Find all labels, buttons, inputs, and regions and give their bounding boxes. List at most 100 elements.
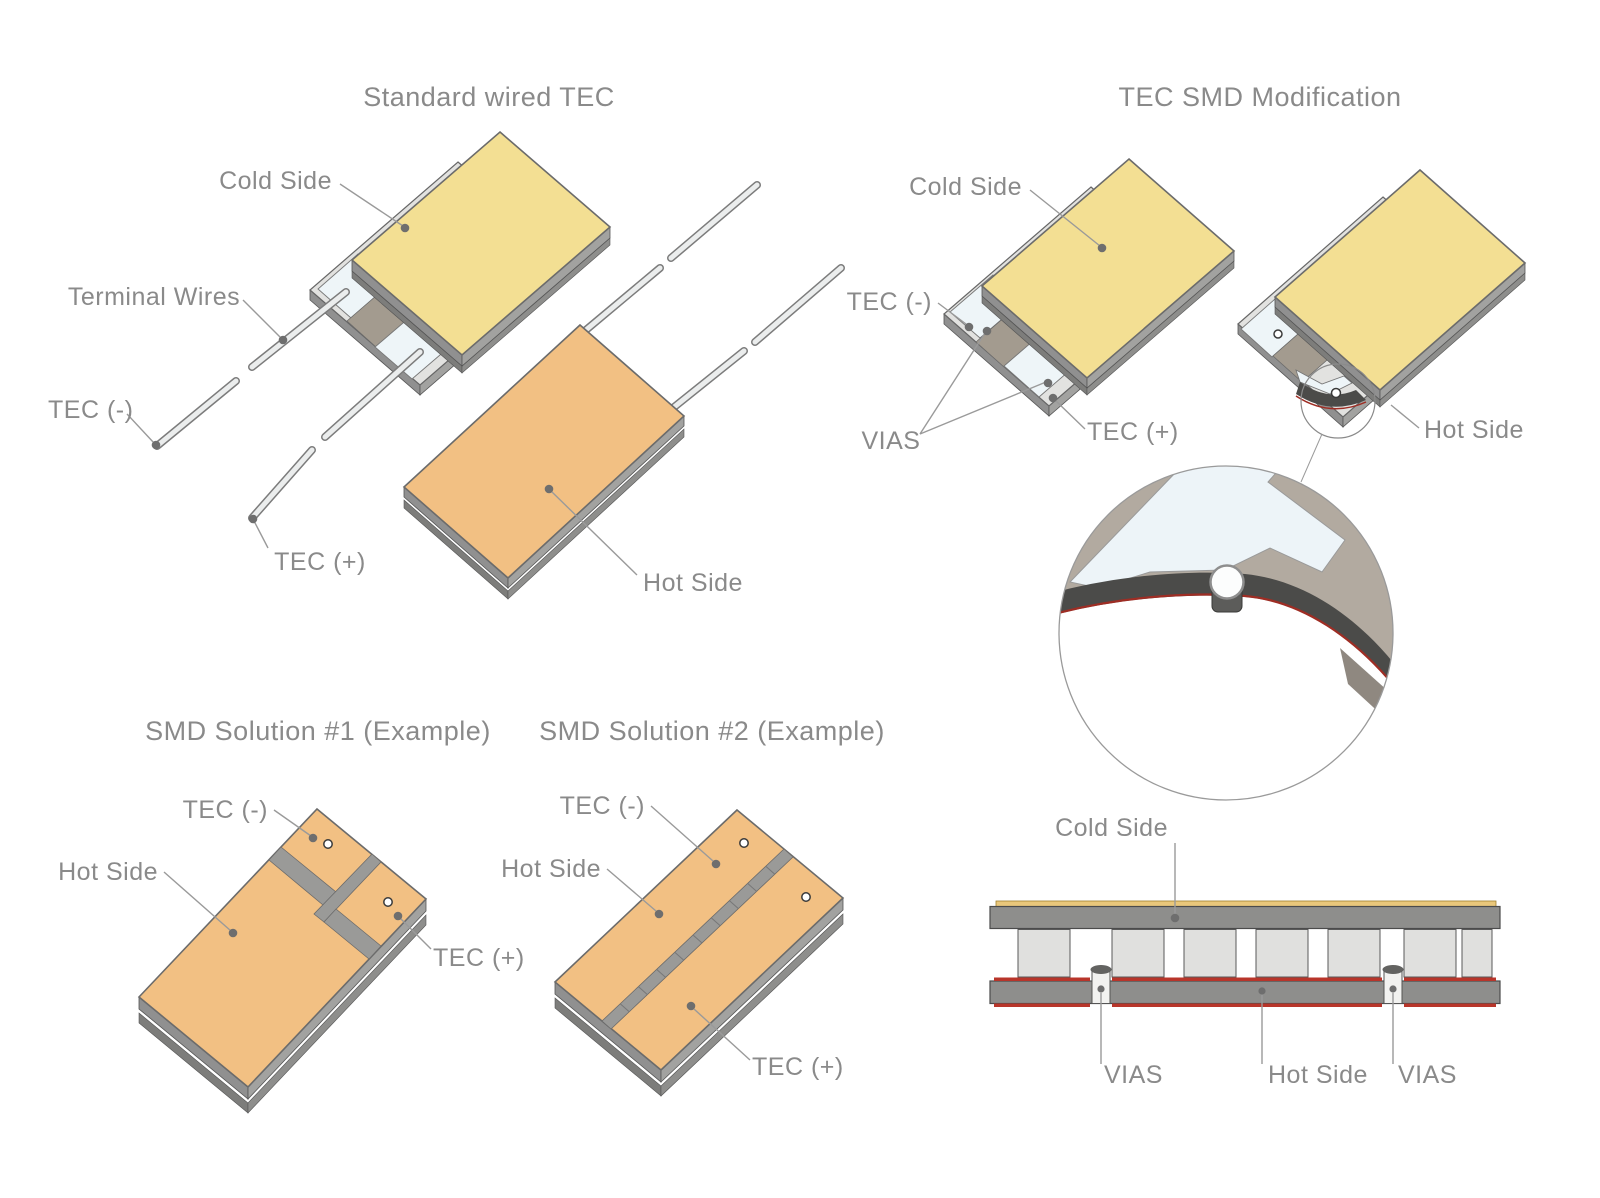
leader-dot bbox=[1258, 987, 1266, 995]
leader-dot bbox=[654, 909, 664, 919]
pellet bbox=[1183, 929, 1237, 978]
leader-dot bbox=[1389, 985, 1397, 993]
leader-dot bbox=[1170, 913, 1180, 923]
terminal-wire-neg bbox=[153, 288, 350, 450]
leader-line bbox=[919, 381, 1047, 435]
cold-plate bbox=[350, 130, 612, 374]
leader-line bbox=[550, 490, 638, 576]
annotations-solution1: TEC (-) Hot Side TEC (+) bbox=[58, 796, 525, 972]
via-right bbox=[1382, 965, 1404, 1004]
hot-plate bbox=[402, 323, 686, 600]
panel-tec-smd-modification: TEC SMD Modification bbox=[847, 82, 1527, 801]
detail-connector bbox=[1300, 433, 1323, 483]
leader-dot bbox=[393, 911, 403, 921]
leader-line bbox=[693, 1008, 751, 1061]
label-cold-side: Cold Side bbox=[909, 173, 1022, 201]
detail-ring bbox=[1300, 363, 1376, 439]
pellet bbox=[1255, 929, 1309, 978]
leader-dot bbox=[1048, 393, 1058, 403]
label-tec-neg: TEC (-) bbox=[847, 288, 932, 316]
label-tec-pos: TEC (+) bbox=[433, 944, 525, 972]
leader-dot bbox=[1097, 985, 1105, 993]
leader-dot bbox=[151, 440, 161, 450]
label-vias-right: VIAS bbox=[1398, 1061, 1457, 1089]
label-cold-side: Cold Side bbox=[219, 167, 332, 195]
panel-cross-section: Cold Side VIAS Hot Side VIAS bbox=[989, 814, 1501, 1089]
leader-line bbox=[919, 332, 986, 435]
smd-module-bottom-view bbox=[1237, 168, 1527, 483]
leader-dot bbox=[711, 859, 721, 869]
pellet bbox=[1111, 929, 1165, 978]
leader-line bbox=[163, 871, 232, 932]
cross-section-drawing bbox=[989, 900, 1501, 1007]
leader-line bbox=[242, 299, 282, 339]
pellet bbox=[1017, 929, 1071, 978]
pellet bbox=[1327, 929, 1381, 978]
annotations-standard: Cold Side Terminal Wires TEC (-) TEC (+)… bbox=[48, 167, 742, 597]
label-vias: VIAS bbox=[862, 427, 921, 455]
magnified-edge-band bbox=[1059, 572, 1393, 690]
leader-line bbox=[253, 520, 269, 549]
via-cap bbox=[1090, 965, 1112, 974]
label-cold-side: Cold Side bbox=[1055, 814, 1168, 842]
panel-title: SMD Solution #1 (Example) bbox=[145, 716, 491, 746]
label-hot-side: Hot Side bbox=[58, 858, 158, 886]
annotations-solution2: TEC (-) Hot Side TEC (+) bbox=[501, 792, 844, 1081]
magnified-via-detail bbox=[1058, 465, 1394, 801]
leader-line bbox=[273, 809, 312, 837]
leader-line bbox=[1390, 404, 1420, 429]
label-tec-pos: TEC (+) bbox=[274, 548, 366, 576]
solution2-board bbox=[553, 808, 845, 1097]
leader-dot bbox=[308, 833, 318, 843]
hot-ceramic-bar bbox=[989, 980, 1501, 1005]
leader-dot bbox=[278, 335, 288, 345]
cold-trace-layer bbox=[995, 900, 1497, 907]
panel-title: TEC SMD Modification bbox=[1118, 82, 1401, 112]
label-tec-pos: TEC (+) bbox=[752, 1053, 844, 1081]
via-hole-neg bbox=[739, 838, 749, 848]
via-cap bbox=[1382, 965, 1404, 974]
label-hot-side: Hot Side bbox=[501, 855, 601, 883]
leader-line bbox=[937, 302, 967, 325]
via-hole-neg bbox=[323, 839, 333, 849]
leader-dot bbox=[248, 514, 258, 524]
leader-dot bbox=[400, 223, 410, 233]
magnifier-circle bbox=[1058, 465, 1394, 801]
via-hole bbox=[1273, 329, 1283, 339]
terminal-wire-pos bbox=[248, 348, 424, 522]
magnified-via-top bbox=[1209, 564, 1245, 600]
terminal-wire-upper-right bbox=[570, 181, 761, 344]
magnified-pad bbox=[1069, 466, 1346, 589]
solution1-board bbox=[137, 807, 428, 1114]
cold-ceramic-bar bbox=[989, 905, 1501, 930]
leader-dot bbox=[686, 1001, 696, 1011]
leader-dot bbox=[964, 322, 974, 332]
pellet bbox=[1403, 929, 1457, 978]
isolation-channel bbox=[323, 908, 382, 960]
label-hot-side: Hot Side bbox=[1268, 1061, 1368, 1089]
label-tec-pos: TEC (+) bbox=[1087, 418, 1179, 446]
via-hole-pos bbox=[383, 897, 393, 907]
leader-line bbox=[1055, 400, 1086, 430]
leader-dot bbox=[544, 484, 554, 494]
cold-plate bbox=[980, 157, 1236, 380]
pellet bbox=[1461, 929, 1493, 978]
leader-line bbox=[1029, 189, 1101, 247]
panel-standard-wired-tec: Standard wired TEC bbox=[48, 82, 845, 600]
leader-dot bbox=[982, 326, 992, 336]
magnified-red-trace bbox=[1059, 593, 1393, 689]
via-left bbox=[1090, 965, 1112, 1004]
label-hot-side: Hot Side bbox=[1424, 416, 1524, 444]
leader-line bbox=[399, 917, 432, 950]
leader-line bbox=[606, 868, 657, 912]
panel-smd-solution-2: SMD Solution #2 (Example) TEC (-) bbox=[501, 716, 885, 1097]
label-tec-neg: TEC (-) bbox=[560, 792, 645, 820]
panel-title: SMD Solution #2 (Example) bbox=[539, 716, 885, 746]
smd-module-top-view bbox=[943, 157, 1236, 417]
annotations-cross-section: Cold Side VIAS Hot Side VIAS bbox=[1055, 814, 1457, 1089]
leader-dot bbox=[1043, 378, 1053, 388]
via-hole-pos bbox=[801, 892, 811, 902]
annotations-smd-mod: Cold Side TEC (-) VIAS TEC (+) Hot Side bbox=[847, 173, 1524, 455]
